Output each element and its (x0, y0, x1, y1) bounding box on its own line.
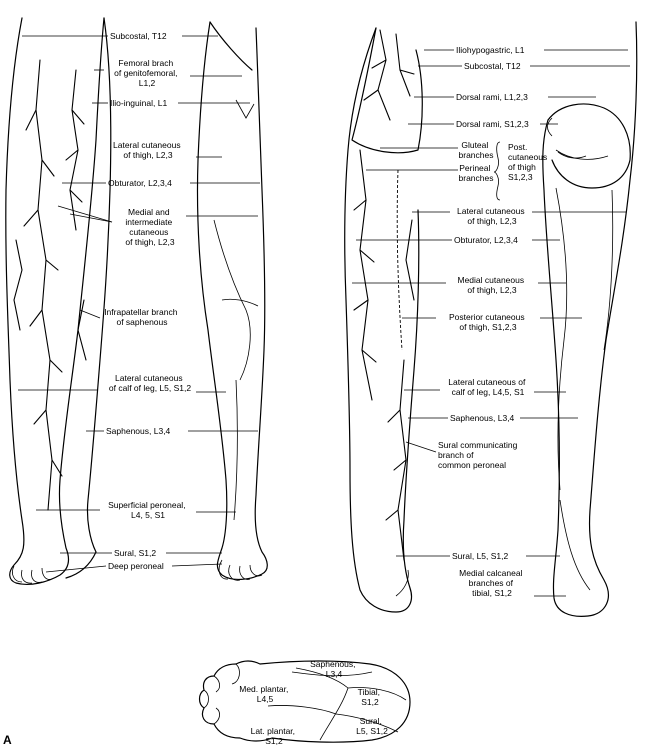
anterior-leg-figure (5, 17, 268, 586)
label-sole-med-plantar: Med. plantar, L4,5 (239, 684, 291, 704)
label-lat-cut-calf-post: Lateral cutaneous of calf of leg, L4,5, … (448, 377, 527, 397)
label-deep-peroneal: Deep peroneal (108, 561, 164, 571)
label-femoral-branch: Femoral brach of genitofemoral, L1,2 (114, 58, 180, 88)
label-post-cut-bracket: Post. cutaneous of thigh S1,2,3 (508, 142, 550, 182)
label-sole-tibial: Tibial, S1,2 (358, 687, 383, 707)
label-subcostal-ant: Subcostal, T12 (110, 31, 167, 41)
label-superficial-peroneal: Superficial peroneal, L4, 5, S1 (108, 500, 188, 520)
label-dorsal-rami-s: Dorsal rami, S1,2,3 (456, 119, 529, 129)
label-obturator-post: Obturator, L2,3,4 (454, 235, 518, 245)
label-infrapatellar: Infrapatellar branch of saphenous (104, 307, 180, 327)
label-dorsal-rami-l: Dorsal rami, L1,2,3 (456, 92, 528, 102)
label-medial-cut: Medial cutaneous of thigh, L2,3 (457, 275, 526, 295)
label-medial-intermediate: Medial and intermediate cutaneous of thi… (125, 207, 174, 247)
label-subcostal-post: Subcostal, T12 (464, 61, 521, 71)
label-sole-sural: Sural, L5, S1,2 (356, 716, 388, 736)
label-lat-cut-thigh-ant: Lateral cutaneous of thigh, L2,3 (113, 140, 183, 160)
label-obturator-ant: Obturator, L2,3,4 (108, 178, 172, 188)
label-sural-post: Sural, L5, S1,2 (452, 551, 509, 561)
label-lat-cut-calf-ant: Lateral cutaneous of calf of leg, L5, S1… (109, 373, 191, 393)
label-lat-cut-thigh-post: Lateral cutaneous of thigh, L2,3 (457, 206, 527, 226)
label-medial-calcaneal: Medial calcaneal branches of tibial, S1,… (459, 568, 525, 598)
label-posterior-cut: Posterior cutaneous of thigh, S1,2,3 (449, 312, 527, 332)
posterior-leg-figure (344, 21, 638, 617)
sole-figure (198, 660, 411, 743)
label-saphenous-ant: Saphenous, L3,4 (106, 426, 171, 436)
posterior-labels: Iliohypogastric, L1 Subcostal, T12 Dorsa… (352, 45, 630, 598)
panel-letter: A (3, 733, 12, 747)
label-iliohypogastric: Iliohypogastric, L1 (456, 45, 525, 55)
anterior-labels: Subcostal, T12 Femoral brach of genitofe… (18, 31, 260, 573)
label-sole-saphenous: Saphenous, L3,4 (310, 659, 358, 679)
label-perineal: Perineal branches (459, 163, 494, 183)
label-sole-lat-plantar: Lat. plantar, S1,2 (251, 726, 298, 746)
label-sural-ant: Sural, S1,2 (114, 548, 156, 558)
label-saphenous-post: Saphenous, L3,4 (450, 413, 515, 423)
label-sural-comm: Sural communicating branch of common per… (438, 440, 520, 470)
label-ilio-inguinal: Ilio-inguinal, L1 (110, 98, 167, 108)
label-gluteal: Gluteal branches (459, 140, 494, 160)
sole-labels: Saphenous, L3,4 Med. plantar, L4,5 Tibia… (239, 659, 388, 746)
